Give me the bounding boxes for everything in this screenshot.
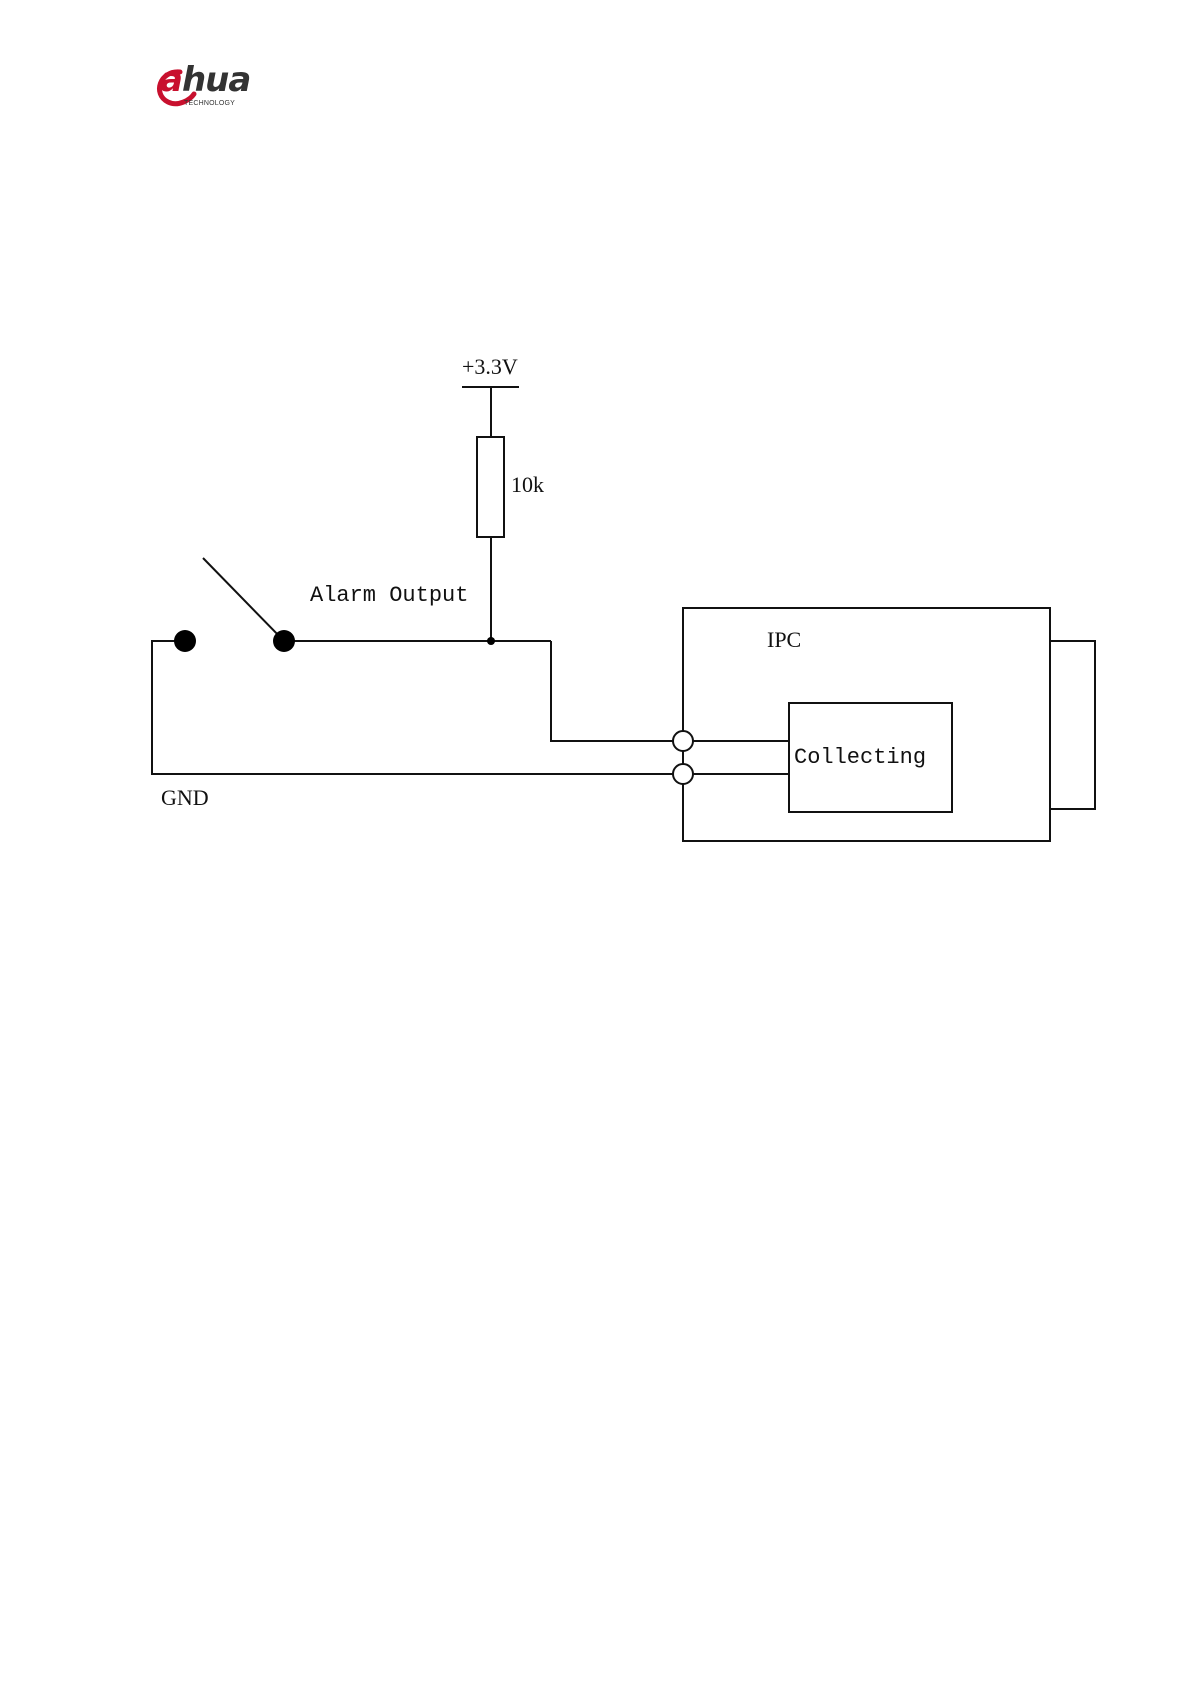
alarm-output-label: Alarm Output (310, 583, 468, 608)
ipc-terminal-gnd (673, 764, 693, 784)
resistor-label: 10k (511, 472, 544, 497)
resistor-10k (477, 437, 504, 537)
collecting-label: Collecting (794, 745, 926, 770)
junction-dot (487, 637, 495, 645)
ipc-terminal-alarm (673, 731, 693, 751)
alarm-to-ipc-wire (551, 641, 683, 741)
switch-lever (203, 558, 284, 641)
ipc-box (683, 608, 1050, 841)
switch-contact-right (273, 630, 295, 652)
ipc-label: IPC (767, 627, 801, 652)
ipc-side-connector (1050, 641, 1095, 809)
switch-contact-left (174, 630, 196, 652)
supply-label: +3.3V (462, 354, 518, 379)
gnd-label: GND (161, 785, 209, 810)
gnd-wire (152, 641, 683, 774)
